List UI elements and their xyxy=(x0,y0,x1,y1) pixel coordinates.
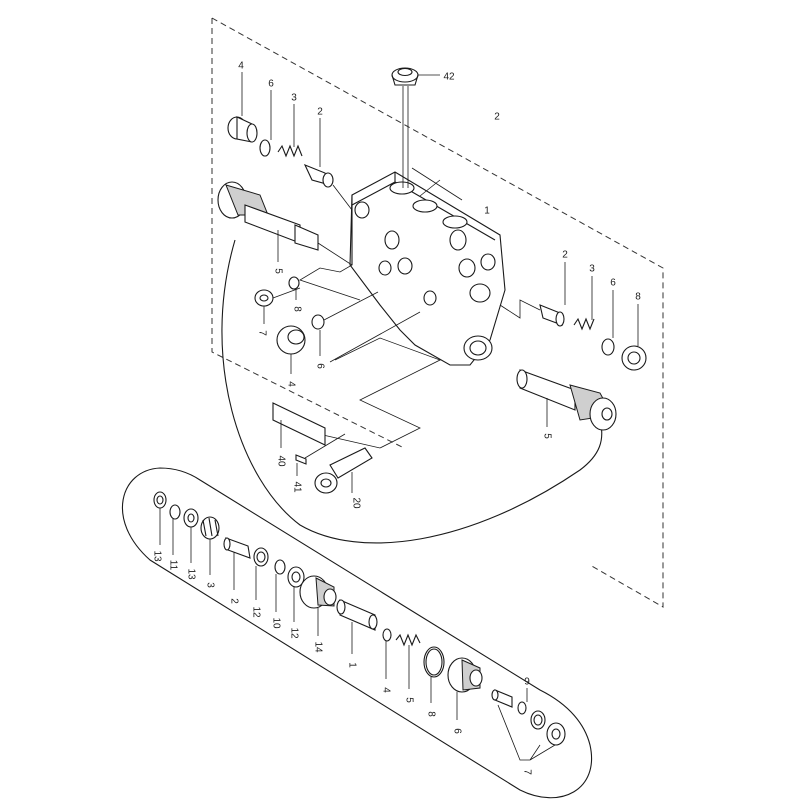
callout-c6-a: 6 xyxy=(268,79,274,90)
callout-c4-b: 4 xyxy=(285,381,296,387)
leader-top-ports xyxy=(411,167,463,201)
callout-c1-b: 1 xyxy=(346,662,357,668)
callout-c7-b: 7 xyxy=(521,769,532,775)
callout-c3-c: 3 xyxy=(204,582,215,588)
upper-left-poppet-2 xyxy=(303,118,353,211)
callout-c2-top: 2 xyxy=(494,112,500,123)
right-oring-6 xyxy=(601,290,615,356)
leader-left-spool xyxy=(299,242,361,301)
upper-left-oring-6 xyxy=(259,90,272,157)
callout-c6-b: 6 xyxy=(314,363,325,369)
callout-c41: 41 xyxy=(291,481,302,493)
callout-c5-b: 5 xyxy=(541,433,552,439)
step-leader-lines xyxy=(322,337,442,449)
dashed-group-boundary xyxy=(211,17,664,608)
leader-body-lower xyxy=(329,311,421,363)
bolt-20 xyxy=(314,447,373,494)
plate-40 xyxy=(272,402,326,448)
leader-top-ports-2 xyxy=(419,179,441,197)
callout-c8-b: 8 xyxy=(635,292,641,303)
callout-c42: 42 xyxy=(443,72,455,83)
callout-c10: 10 xyxy=(270,617,281,629)
part-42-cap xyxy=(391,67,440,188)
callout-c2-c: 2 xyxy=(228,598,239,604)
callout-c2-a: 2 xyxy=(317,107,323,118)
callout-c8-a: 8 xyxy=(291,306,302,312)
callout-c13-a: 13 xyxy=(151,550,162,562)
right-plug-8 xyxy=(621,304,647,371)
left-ring-8 xyxy=(288,276,300,300)
callout-c8-c: 8 xyxy=(425,711,436,717)
callout-c5-c: 5 xyxy=(403,697,414,703)
callout-c40: 40 xyxy=(275,455,286,467)
callout-labels: 4224632158764236854041201311133212101214… xyxy=(151,61,641,776)
callout-c13-b: 13 xyxy=(185,568,196,580)
callout-c5-a: 5 xyxy=(272,268,283,274)
callout-c12-b: 12 xyxy=(288,627,299,639)
callout-c14: 14 xyxy=(312,641,323,653)
left-oring-6 xyxy=(311,291,379,356)
valve-body xyxy=(349,171,506,366)
callout-c1-a: 1 xyxy=(484,206,490,217)
right-poppet-2 xyxy=(499,262,566,327)
detail-inset-outline xyxy=(122,467,593,799)
right-spool-5 xyxy=(516,369,617,431)
upper-left-spring-3 xyxy=(277,104,303,158)
callout-c20: 20 xyxy=(350,497,361,509)
callout-c12-a: 12 xyxy=(250,606,261,618)
callout-c6-d: 6 xyxy=(451,728,462,734)
right-spring-3 xyxy=(573,276,595,331)
callout-c4-a: 4 xyxy=(238,61,244,72)
callout-c9: 9 xyxy=(524,677,530,688)
callout-c6-c: 6 xyxy=(610,278,616,289)
callout-c2-b: 2 xyxy=(562,250,568,261)
callout-c3-b: 3 xyxy=(589,264,595,275)
left-plug-4 xyxy=(276,325,306,374)
curved-bracket-line xyxy=(221,239,603,544)
callout-c11: 11 xyxy=(167,560,178,571)
callout-c7-a: 7 xyxy=(256,330,267,336)
screw-41 xyxy=(295,433,346,476)
callout-c4-c: 4 xyxy=(380,687,391,693)
callout-c3-a: 3 xyxy=(291,93,297,104)
left-plug-7 xyxy=(254,287,301,324)
left-spool-5 xyxy=(217,181,319,262)
inset-parts xyxy=(153,491,566,761)
upper-left-plug-4 xyxy=(227,72,258,143)
